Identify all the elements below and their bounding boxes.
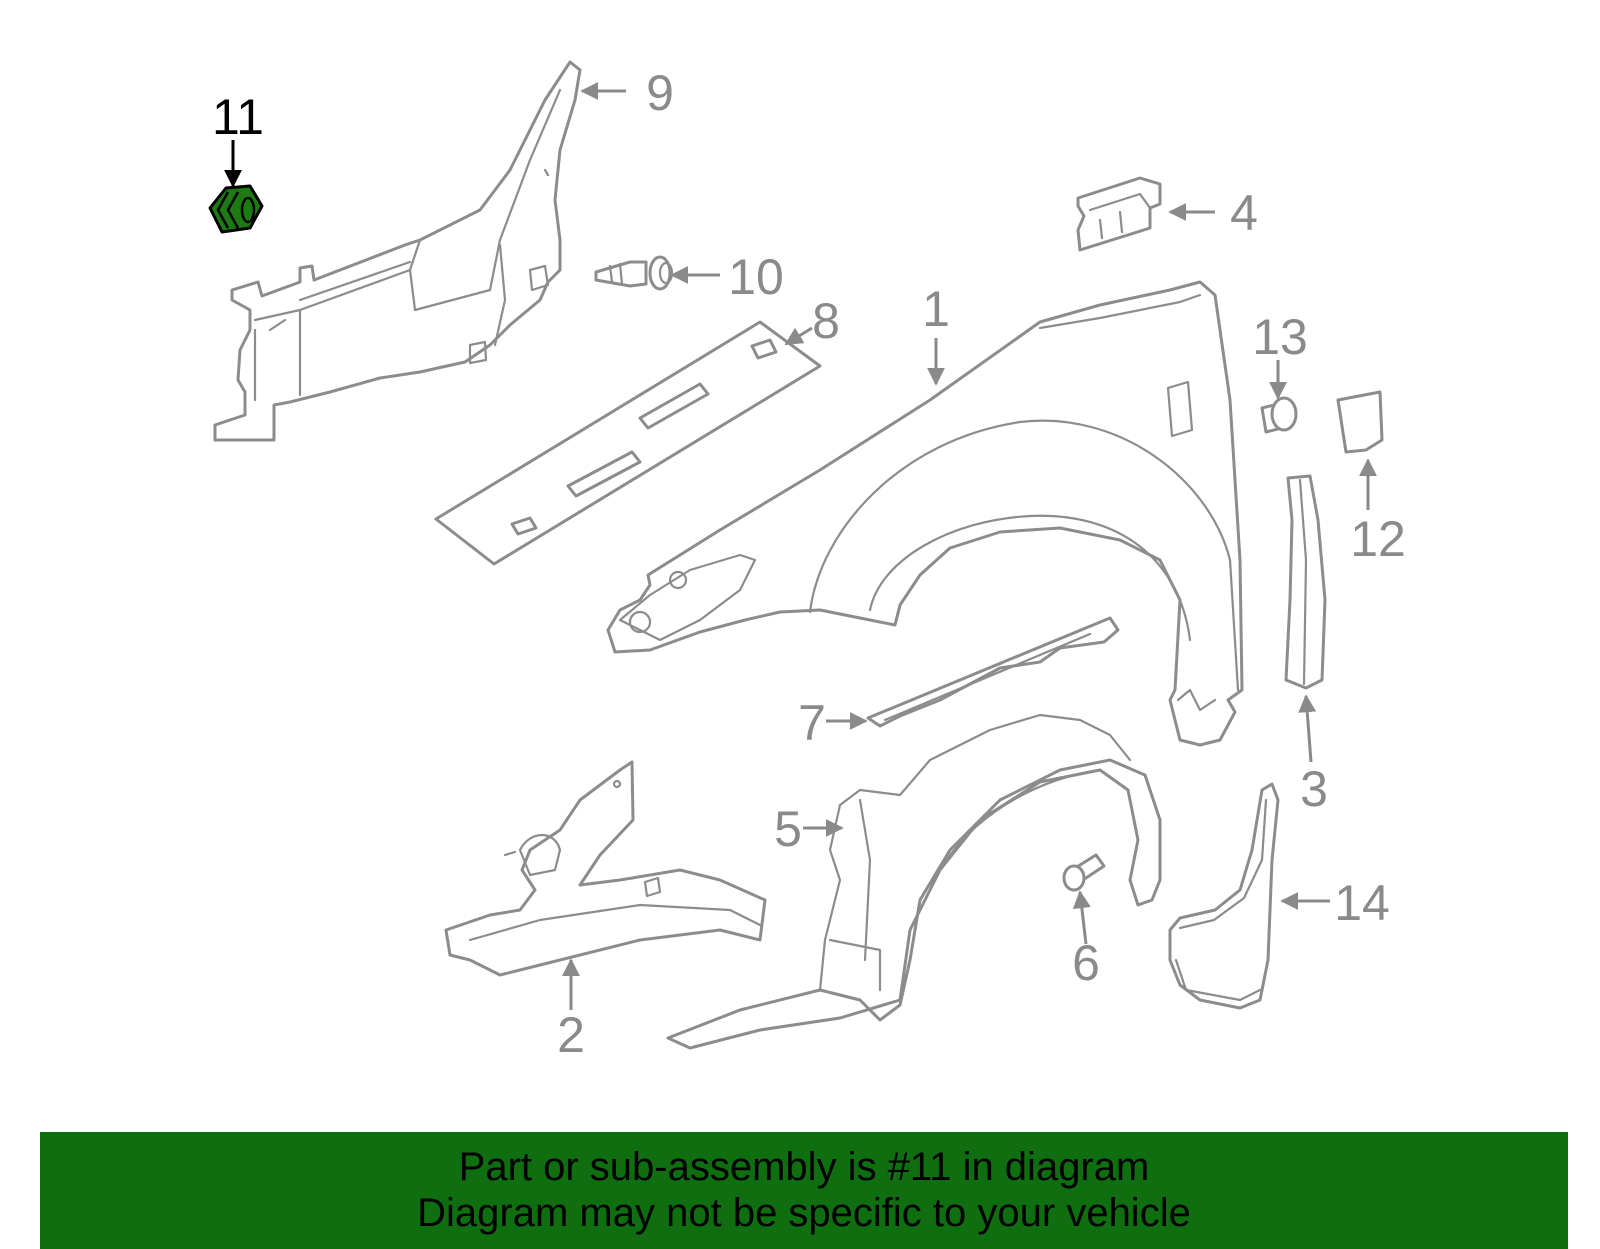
- callout-9: 9: [646, 65, 674, 121]
- leader-3: [1298, 694, 1317, 763]
- banner-line-1: Part or sub-assembly is #11 in diagram: [458, 1145, 1150, 1189]
- callout-5: 5: [774, 801, 802, 857]
- banner-line-2: Diagram may not be specific to your vehi…: [417, 1191, 1191, 1235]
- callout-3: 3: [1300, 761, 1328, 817]
- info-banner: Part or sub-assembly is #11 in diagram D…: [40, 1132, 1568, 1249]
- part-7-seal: [866, 616, 1120, 728]
- leader-lines: [224, 82, 1377, 1010]
- part-3-molding: [1284, 474, 1327, 690]
- part-10-retainer: [594, 255, 674, 291]
- callout-12: 12: [1350, 511, 1406, 567]
- callout-4: 4: [1230, 185, 1258, 241]
- part-11-highlighted: [208, 184, 264, 234]
- callout-7: 7: [798, 695, 826, 751]
- callout-13: 13: [1252, 309, 1308, 365]
- part-1-fender: [606, 280, 1244, 747]
- callout-8: 8: [812, 293, 840, 349]
- callout-6: 6: [1072, 935, 1100, 991]
- part-6-bolt: [1062, 853, 1106, 892]
- part-4-bracket: [1076, 176, 1162, 252]
- callout-11: 11: [212, 89, 264, 145]
- leader-6: [1072, 890, 1091, 945]
- leader-8: [784, 326, 813, 346]
- callout-1: 1: [922, 281, 950, 337]
- callout-10: 10: [728, 249, 784, 305]
- part-2-support: [444, 760, 767, 977]
- callout-2: 2: [557, 1007, 585, 1063]
- part-9-apron-bracket: [213, 60, 582, 442]
- part-13-plug: [1260, 396, 1298, 434]
- part-12-plate: [1336, 390, 1384, 454]
- part-5-liner: [666, 713, 1162, 1050]
- callout-labels: 11 9 10 8 1 4 13 12 3 7 5 6 2 14: [212, 65, 1406, 1063]
- callout-14: 14: [1334, 875, 1390, 931]
- part-8-insulator: [434, 320, 822, 566]
- part-14-mudflap: [1168, 782, 1280, 1010]
